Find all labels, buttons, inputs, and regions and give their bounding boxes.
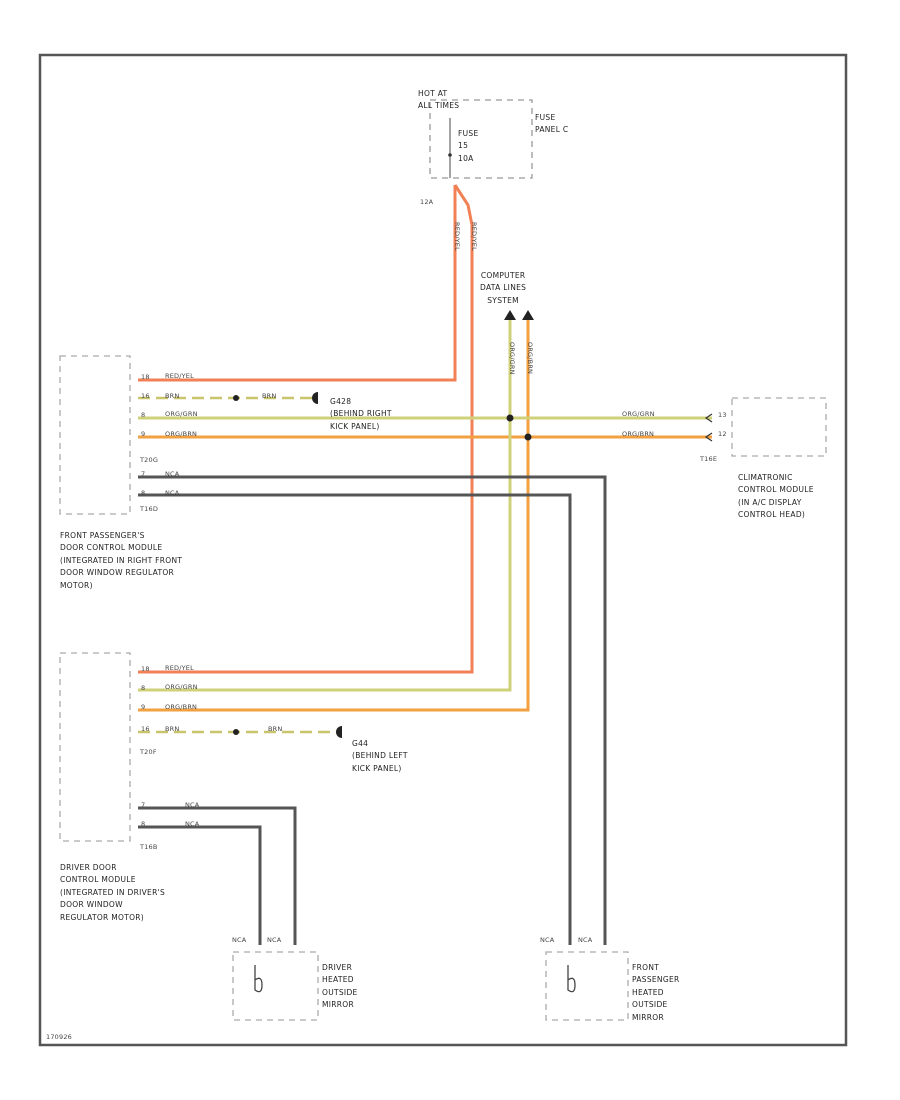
wire-label-org-grn-vert: ORG/GRN: [508, 342, 516, 375]
driver-conn1: T20F: [140, 748, 157, 756]
wire-label-red-yel-vert-1: RED/YEL: [453, 222, 461, 251]
data-arrow-2: [522, 310, 534, 320]
wire-label-nca-passenger-2: NCA: [165, 489, 180, 497]
ground-symbol-right: [312, 392, 318, 404]
fuse-panel-box: [429, 99, 533, 179]
wire-label-red-yel-passenger: RED/YEL: [165, 372, 194, 380]
ground-symbol-left: [336, 726, 342, 738]
diagram-frame: [38, 53, 848, 1047]
fuse-terminal-label: 12A: [420, 198, 434, 206]
passenger-mirror-heater: [567, 965, 576, 993]
wire-nca-passenger-2: [138, 493, 572, 945]
wire-label-red-yel-vert-2: RED/YEL: [470, 222, 478, 251]
driver-mirror-label: DRIVER HEATED OUTSIDE MIRROR: [322, 963, 358, 1010]
passenger-mirror-wire-1: NCA: [540, 936, 555, 944]
front-passenger-conn2: T16D: [140, 505, 159, 513]
driver-mirror-heater: [254, 965, 263, 993]
fp-pin-6: 8: [141, 489, 146, 497]
computer-data-lines-label: COMPUTER DATA LINES SYSTEM: [480, 271, 527, 305]
climatronic-label: CLIMATRONIC CONTROL MODULE (IN A/C DISPL…: [738, 473, 814, 520]
wire-label-nca-driver-1: NCA: [185, 801, 200, 809]
hot-at-all-times-label: HOT AT ALL TIMES: [418, 89, 460, 111]
wire-label-org-brn-clim: ORG/BRN: [622, 430, 655, 438]
dr-pin-4: 16: [141, 725, 150, 733]
clim-pin-1: 13: [718, 411, 727, 419]
wire-nca-passenger-1: [138, 475, 607, 945]
front-passenger-conn1: T20G: [140, 456, 159, 464]
driver-module-box: [59, 652, 131, 842]
wire-label-brn-right-1: BRN: [165, 392, 180, 400]
fp-pin-5: 7: [141, 470, 146, 478]
driver-module-label: DRIVER DOOR CONTROL MODULE (INTEGRATED I…: [60, 863, 166, 922]
driver-mirror-wire-1: NCA: [232, 936, 247, 944]
fp-pin-4: 9: [141, 430, 146, 438]
fp-pin-1: 18: [141, 373, 150, 381]
fp-pin-3: 8: [141, 411, 146, 419]
wire-label-brn-left-1: BRN: [165, 725, 180, 733]
passenger-mirror-box: [545, 951, 629, 1021]
wire-label-org-brn-passenger: ORG/BRN: [165, 430, 198, 438]
climatronic-conn: T16E: [700, 455, 718, 463]
wire-label-org-grn-passenger: ORG/GRN: [165, 410, 198, 418]
dr-pin-3: 9: [141, 703, 146, 711]
data-arrow-1: [504, 310, 516, 320]
driver-mirror-wire-2: NCA: [267, 936, 282, 944]
driver-conn2: T16B: [140, 843, 158, 851]
passenger-mirror-label: FRONT PASSENGER HEATED OUTSIDE MIRROR: [632, 963, 680, 1022]
figure-id: 170926: [46, 1033, 73, 1041]
wire-label-brn-right-2: BRN: [262, 392, 277, 400]
fuse-panel-label: FUSE PANEL C: [535, 113, 569, 135]
dr-pin-1: 18: [141, 665, 150, 673]
front-passenger-module-box: [59, 355, 131, 515]
wire-label-nca-passenger-1: NCA: [165, 470, 180, 478]
front-passenger-module-label: FRONT PASSENGER'S DOOR CONTROL MODULE (I…: [60, 531, 183, 590]
passenger-mirror-wire-2: NCA: [578, 936, 593, 944]
wire-label-red-yel-driver: RED/YEL: [165, 664, 194, 672]
ground-right-label: G428 (BEHIND RIGHT KICK PANEL): [330, 397, 392, 431]
dr-pin-2: 8: [141, 684, 146, 692]
wire-label-nca-driver-2: NCA: [185, 820, 200, 828]
clim-pin-2: 12: [718, 430, 727, 438]
driver-mirror-box: [232, 951, 319, 1021]
wire-label-org-brn-vert: ORG/BRN: [526, 342, 534, 375]
wire-nca-driver-1: [138, 806, 297, 945]
fuse-label: FUSE 15 10A: [458, 129, 479, 163]
wire-red-yel-passenger: [138, 185, 457, 382]
wire-label-org-brn-driver: ORG/BRN: [165, 703, 198, 711]
fp-pin-2: 16: [141, 392, 150, 400]
dr-pin-5: 7: [141, 801, 146, 809]
climatronic-module-box: [731, 397, 827, 457]
wire-label-org-grn-driver: ORG/GRN: [165, 683, 198, 691]
wire-red-yel-driver: [138, 184, 474, 674]
wire-label-brn-left-2: BRN: [268, 725, 283, 733]
wire-nca-driver-2: [138, 825, 262, 945]
wire-org-brn-driver: [138, 437, 530, 712]
wire-org-grn-driver: [138, 418, 512, 692]
wire-label-org-grn-clim: ORG/GRN: [622, 410, 655, 418]
ground-left-label: G44 (BEHIND LEFT KICK PANEL): [352, 739, 408, 773]
dr-pin-6: 8: [141, 820, 146, 828]
